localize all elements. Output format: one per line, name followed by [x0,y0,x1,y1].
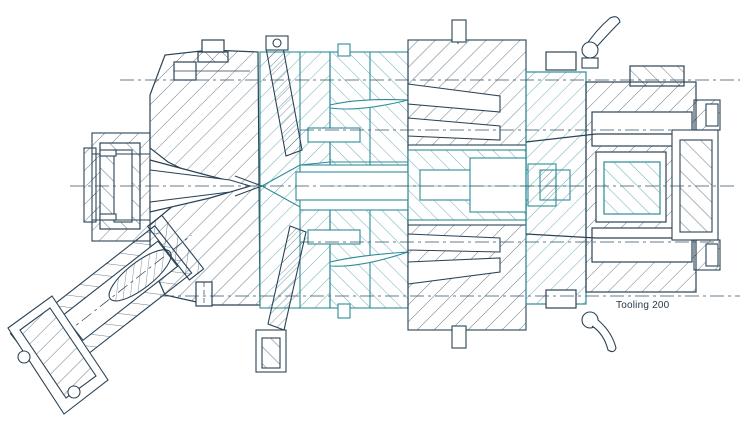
drawing-caption: Tooling 200 [616,300,670,311]
eye-bolt-top [581,16,621,69]
side-feed-flange [7,295,109,415]
die-lip-cap [671,99,721,271]
eye-bolt-bottom [581,311,617,353]
cooling-pipe-top [265,35,303,157]
cooling-pipe-bottom [255,225,307,373]
centerlines [70,79,740,297]
outlet-die-head [525,51,697,309]
inlet-adapter-flange [83,132,151,242]
